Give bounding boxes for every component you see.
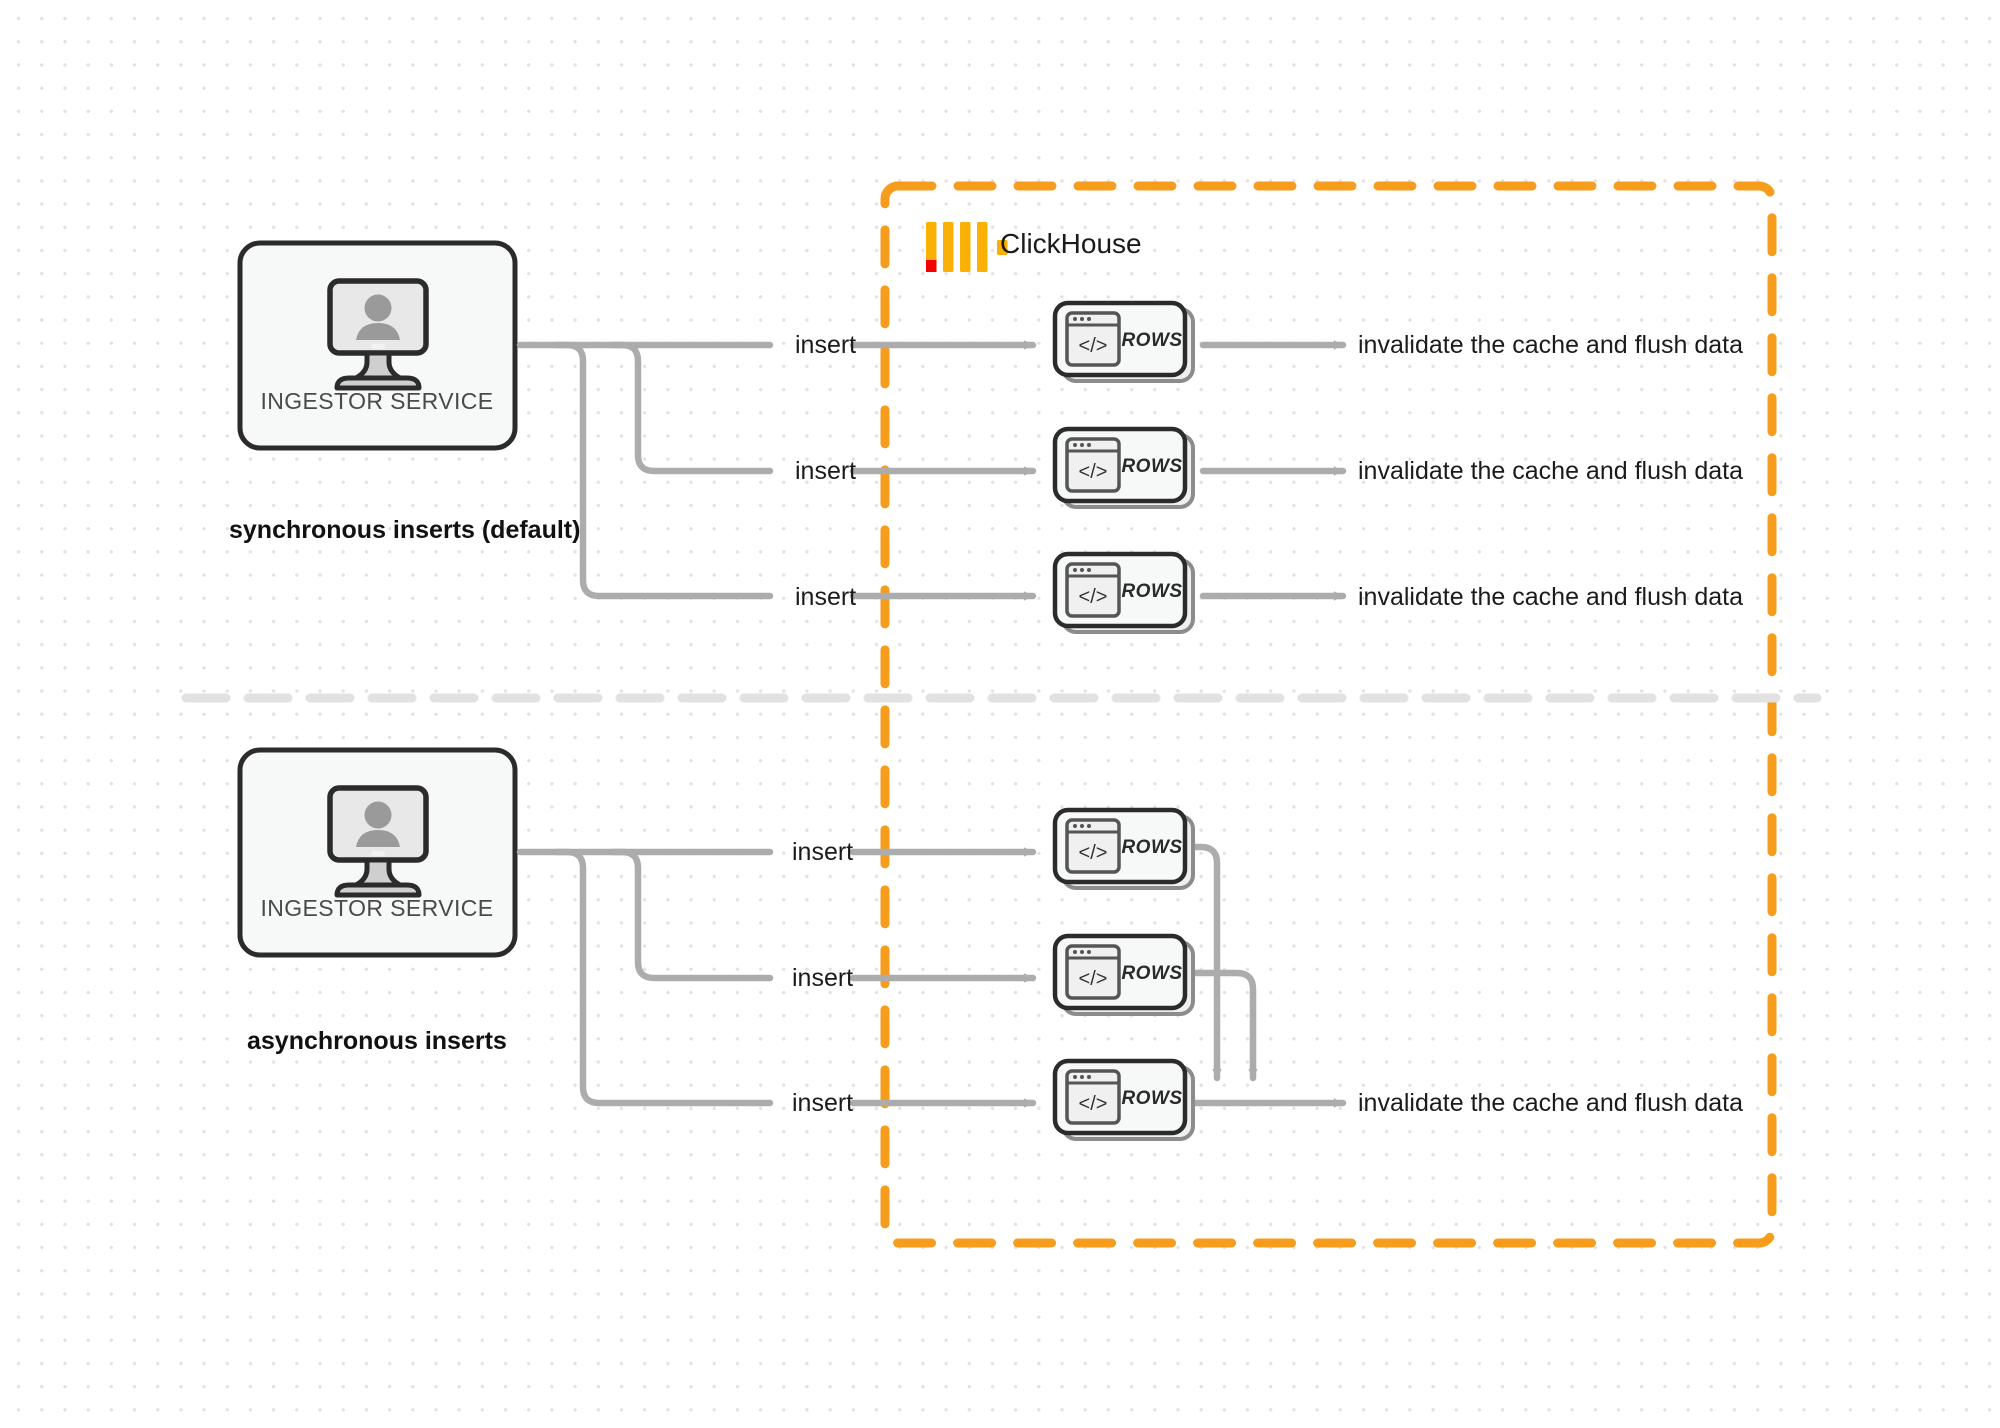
ingestor-service-node-async[interactable]: INGESTOR SERVICE <box>237 747 518 958</box>
rows-node-async-3[interactable]: </> ROWS <box>1052 1058 1195 1141</box>
rows-node-sync-2[interactable]: </> ROWS <box>1052 426 1195 509</box>
svg-text:</>: </> <box>1079 461 1108 483</box>
code-window-icon: </> <box>1065 944 1121 1000</box>
edge-label-insert-async-3: insert <box>792 1089 854 1117</box>
rows-node-sync-3[interactable]: </> ROWS <box>1052 551 1195 634</box>
rows-node-sync-1[interactable]: </> ROWS <box>1052 300 1195 383</box>
async-edge-lines <box>516 848 774 1107</box>
result-label-sync-2: invalidate the cache and flush data <box>1358 457 1743 485</box>
svg-text:</>: </> <box>1079 586 1108 608</box>
rows-node-async-1[interactable]: </> ROWS <box>1052 807 1195 890</box>
result-label-sync-1: invalidate the cache and flush data <box>1358 331 1743 359</box>
rows-node-async-2[interactable]: </> ROWS <box>1052 933 1195 1016</box>
result-label-async-merged: invalidate the cache and flush data <box>1358 1089 1743 1117</box>
clickhouse-boundary-label: ClickHouse <box>1000 228 1142 259</box>
edge-label-insert-sync-2: insert <box>795 457 857 485</box>
ingestor-label-sync: INGESTOR SERVICE <box>260 388 493 414</box>
result-label-sync-3: invalidate the cache and flush data <box>1358 583 1743 611</box>
edge-label-insert-sync-1: insert <box>795 331 857 359</box>
code-window-icon: </> <box>1065 311 1121 367</box>
sync-edge-lines <box>516 341 774 600</box>
svg-text:</>: </> <box>1079 1093 1108 1115</box>
edge-label-insert-sync-3: insert <box>795 583 857 611</box>
monitor-user-icon <box>327 785 429 898</box>
edge-label-insert-async-1: insert <box>792 838 854 866</box>
svg-text:</>: </> <box>1079 842 1108 864</box>
svg-text:ROWS: ROWS <box>1121 456 1182 477</box>
clickhouse-logo <box>926 222 1008 272</box>
svg-text:ROWS: ROWS <box>1121 1088 1182 1109</box>
section-caption-async: asynchronous inserts <box>247 1027 507 1055</box>
async-merge-lines <box>1187 843 1347 1108</box>
monitor-user-icon <box>327 278 429 391</box>
code-window-icon: </> <box>1065 437 1121 493</box>
section-caption-sync: synchronous inserts (default) <box>229 516 581 544</box>
code-window-icon: </> <box>1065 1069 1121 1125</box>
code-window-icon: </> <box>1065 818 1121 874</box>
edge-label-insert-async-2: insert <box>792 964 854 992</box>
svg-text:ROWS: ROWS <box>1121 581 1182 602</box>
svg-text:ROWS: ROWS <box>1121 837 1182 858</box>
ingestor-label-async: INGESTOR SERVICE <box>260 895 493 921</box>
svg-text:ROWS: ROWS <box>1121 963 1182 984</box>
svg-text:</>: </> <box>1079 335 1108 357</box>
svg-text:</>: </> <box>1079 968 1108 990</box>
clickhouse-boundary <box>880 181 1777 1248</box>
ingestor-service-node-sync[interactable]: INGESTOR SERVICE <box>237 240 518 451</box>
code-window-icon: </> <box>1065 562 1121 618</box>
svg-text:ROWS: ROWS <box>1121 330 1182 351</box>
